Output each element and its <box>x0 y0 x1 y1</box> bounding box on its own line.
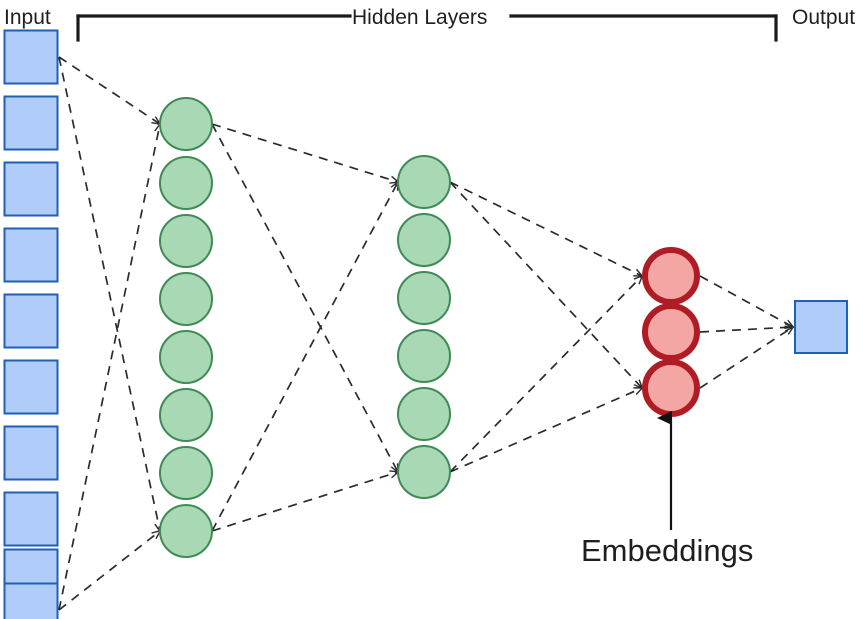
edge-input-to-hidden-1 <box>58 56 160 124</box>
edge-hidden-1-to-hidden-2 <box>211 472 398 532</box>
edge-hidden-2-to-embeddings <box>449 181 642 388</box>
output-label: Output <box>792 6 855 29</box>
edge-hidden-2-to-embeddings <box>449 181 642 276</box>
node-input-4[interactable] <box>3 227 59 283</box>
node-embeddings-3[interactable] <box>642 359 700 417</box>
node-hidden-1-8[interactable] <box>159 504 213 558</box>
node-hidden-2-3[interactable] <box>397 271 451 325</box>
edge-hidden-2-to-embeddings <box>449 388 642 473</box>
node-input-7[interactable] <box>3 425 59 481</box>
node-hidden-2-2[interactable] <box>397 213 451 267</box>
node-hidden-2-6[interactable] <box>397 445 451 499</box>
node-hidden-1-5[interactable] <box>159 330 213 384</box>
embeddings-label: Embeddings <box>581 533 753 568</box>
node-hidden-2-1[interactable] <box>397 155 451 209</box>
node-hidden-1-3[interactable] <box>159 214 213 268</box>
node-input-1[interactable] <box>3 29 59 85</box>
edge-input-to-hidden-1 <box>58 124 160 611</box>
edge-hidden-1-to-hidden-2 <box>211 182 398 532</box>
node-hidden-1-4[interactable] <box>159 272 213 326</box>
node-input-5[interactable] <box>3 293 59 349</box>
node-input-2[interactable] <box>3 95 59 151</box>
edge-input-to-hidden-1 <box>58 56 160 531</box>
node-embeddings-1[interactable] <box>642 247 700 305</box>
node-hidden-1-1[interactable] <box>159 97 213 151</box>
node-hidden-1-2[interactable] <box>159 156 213 210</box>
edge-embeddings-to-output <box>699 327 793 389</box>
node-hidden-1-6[interactable] <box>159 388 213 442</box>
hidden-layers-bracket <box>76 14 778 42</box>
node-embeddings-2[interactable] <box>642 303 700 361</box>
edge-hidden-1-to-hidden-2 <box>211 123 398 182</box>
node-hidden-2-5[interactable] <box>397 387 451 441</box>
node-input-8[interactable] <box>3 491 59 547</box>
edge-embeddings-to-output <box>699 275 793 327</box>
input-label: Input <box>4 6 51 29</box>
hidden-layers-label: Hidden Layers <box>352 6 487 29</box>
node-hidden-1-7[interactable] <box>159 446 213 500</box>
node-output-1[interactable] <box>794 300 848 354</box>
edge-hidden-2-to-embeddings <box>449 276 642 473</box>
node-hidden-2-4[interactable] <box>397 329 451 383</box>
node-input-6[interactable] <box>3 359 59 415</box>
node-input-3[interactable] <box>3 161 59 217</box>
edge-hidden-1-to-hidden-2 <box>211 123 398 472</box>
node-input-10[interactable] <box>3 582 59 619</box>
layer-nodes <box>3 29 848 619</box>
connection-edges <box>58 56 793 611</box>
edge-embeddings-to-output <box>699 327 793 333</box>
edge-input-to-hidden-1 <box>58 531 160 611</box>
